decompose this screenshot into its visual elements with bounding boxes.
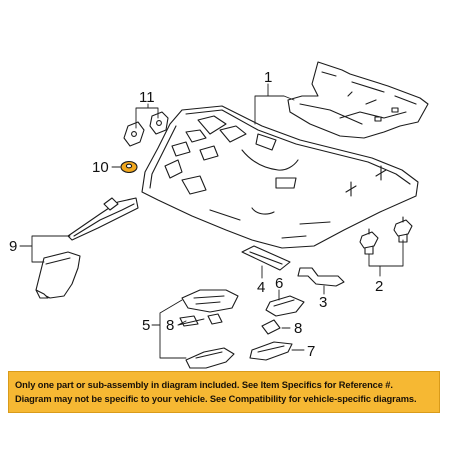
- callout-5: 5: [142, 317, 150, 334]
- part-7-lens: [249, 341, 293, 361]
- part-3-bracket: [297, 267, 345, 287]
- callout-10: 10: [92, 159, 109, 176]
- callout-9: 9: [9, 238, 17, 255]
- callout-1: 1: [264, 69, 272, 86]
- part-8-bulb: [261, 319, 281, 335]
- part-5-console: [179, 289, 239, 369]
- part-2-clips: [359, 216, 413, 255]
- callout-3: 3: [319, 294, 327, 311]
- notice-banner: Only one part or sub-assembly in diagram…: [8, 371, 440, 413]
- notice-line-1: Only one part or sub-assembly in diagram…: [15, 380, 393, 390]
- callout-8-right: 8: [294, 320, 302, 337]
- callout-4: 4: [257, 279, 265, 296]
- leader-lines: [19, 83, 404, 359]
- callouts: 1 11 10 9 2 3 4 6 5 8 8 7: [9, 69, 383, 360]
- part-10-clip: [120, 160, 138, 174]
- part-1-insulator-panel: [287, 61, 429, 139]
- part-6-lamp: [265, 295, 305, 317]
- notice-line-2: Diagram may not be specific to your vehi…: [15, 394, 417, 404]
- callout-11: 11: [139, 89, 155, 106]
- callout-2: 2: [375, 278, 383, 295]
- part-4-trim: [241, 245, 291, 271]
- callout-6: 6: [275, 275, 283, 292]
- headliner-panel: [141, 105, 419, 249]
- callout-7: 7: [307, 343, 315, 360]
- part-9-sunvisors: [35, 197, 139, 299]
- part-11-brackets: [123, 111, 169, 147]
- callout-8-left: 8: [166, 317, 174, 334]
